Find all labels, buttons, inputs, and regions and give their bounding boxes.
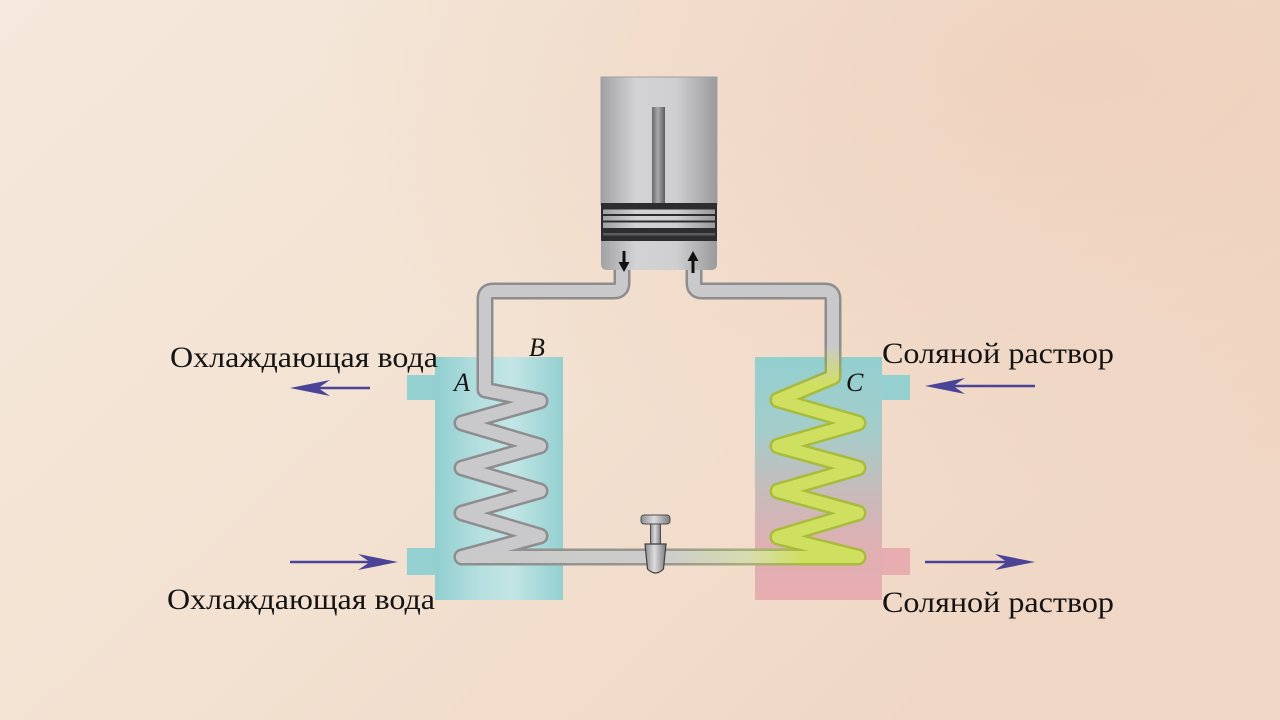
condenser-coil bbox=[456, 256, 628, 563]
condenser-lower-nozzle bbox=[407, 548, 437, 575]
flow-top-right-arrow-icon bbox=[925, 378, 1035, 394]
condenser-upper-nozzle bbox=[407, 375, 437, 400]
label-top-right: Соляной раствор bbox=[882, 337, 1114, 370]
piston bbox=[601, 203, 717, 241]
flow-bottom-left-arrow-icon bbox=[290, 554, 398, 570]
down-arrow-icon bbox=[618, 251, 630, 272]
flow-top-left-arrow-icon bbox=[290, 380, 370, 396]
valve-stem bbox=[650, 523, 661, 546]
point-label-a: A bbox=[452, 368, 470, 397]
valve-block bbox=[601, 241, 717, 270]
valve-handle bbox=[640, 514, 671, 525]
up-arrow-head bbox=[687, 251, 699, 261]
up-arrow-icon bbox=[687, 251, 699, 273]
piston-ring bbox=[603, 233, 715, 236]
down-arrow-head bbox=[618, 262, 630, 272]
point-label-b: B bbox=[529, 333, 545, 362]
label-bottom-right: Соляной раствор bbox=[882, 586, 1114, 619]
valve-body bbox=[644, 543, 667, 574]
point-label-c: C bbox=[846, 368, 864, 397]
throttle-valve bbox=[640, 514, 671, 574]
flow-bottom-right-arrow-icon bbox=[925, 554, 1035, 570]
piston-ring bbox=[603, 216, 715, 221]
evaporator-upper-nozzle bbox=[880, 375, 910, 400]
evaporator-coil bbox=[688, 256, 864, 563]
evaporator-lower-nozzle bbox=[880, 548, 910, 575]
refrigerant-circuit bbox=[453, 253, 867, 566]
label-bottom-left: Охлаждающая вода bbox=[167, 583, 435, 616]
compressor bbox=[600, 76, 718, 273]
label-top-left: Охлаждающая вода bbox=[170, 341, 438, 374]
piston-rod bbox=[652, 107, 665, 205]
piston-ring bbox=[603, 222, 715, 228]
piston-ring bbox=[603, 209, 715, 214]
